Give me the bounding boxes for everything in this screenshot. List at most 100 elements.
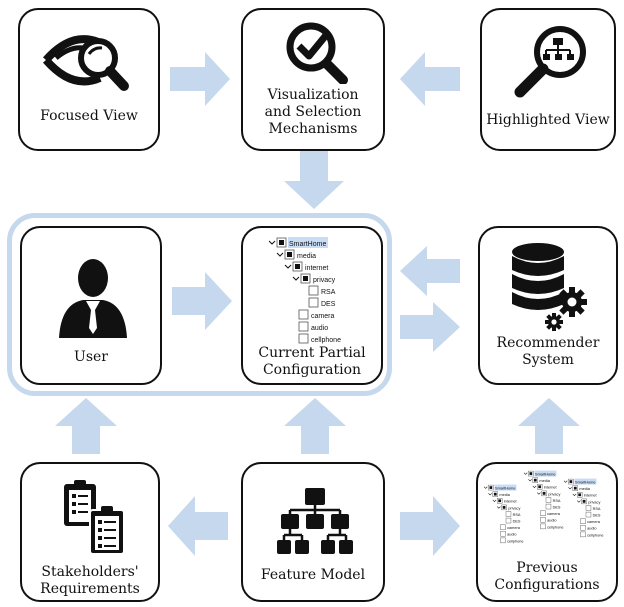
arrow-stakeholders-to-user bbox=[55, 398, 117, 454]
tree-node-label: cellphone bbox=[547, 525, 563, 529]
highlighted-view-node: Highlighted View bbox=[480, 8, 616, 151]
tree-node-label: DES bbox=[593, 514, 601, 518]
tree-node-label: SmartHome bbox=[535, 473, 556, 477]
recommender-node: Recommender System bbox=[478, 226, 618, 385]
tree-checkbox-mark bbox=[578, 493, 582, 497]
tree-chevron-icon bbox=[568, 487, 572, 490]
tree-chevron-icon bbox=[563, 480, 568, 483]
node-label: Current Partial Configuration bbox=[258, 345, 366, 378]
tree-checkbox-mark bbox=[287, 252, 292, 257]
tree-checkbox-mark bbox=[498, 499, 502, 503]
tree-chevron-icon bbox=[577, 500, 581, 503]
node-label: Recommender System bbox=[496, 335, 600, 368]
tree-chevron-icon bbox=[537, 492, 541, 495]
tree-chevron-icon bbox=[284, 264, 292, 269]
tree-node-label: cellphone bbox=[587, 533, 603, 537]
tree-node-label: internet bbox=[504, 500, 518, 504]
tree-node-label: SmartHome bbox=[289, 241, 326, 248]
tree-chevron-icon bbox=[484, 486, 488, 489]
user-config-group bbox=[7, 213, 392, 396]
tree-selection-highlight bbox=[534, 470, 557, 477]
tree-checkbox-mark bbox=[489, 486, 493, 489]
node-label: User bbox=[74, 349, 108, 365]
tree-node-label: internet bbox=[544, 486, 558, 490]
tree-checkbox bbox=[585, 505, 592, 511]
tree-checkbox bbox=[500, 524, 506, 530]
tree-node-label: privacy bbox=[548, 492, 560, 496]
tree-chevron-icon bbox=[292, 276, 300, 281]
tree-node-label: internet bbox=[305, 265, 328, 272]
tree-checkbox bbox=[308, 285, 319, 296]
tree-chevron-icon bbox=[497, 506, 501, 509]
stakeholders-node: Stakeholders' Requirements bbox=[20, 462, 160, 602]
node-label: Previous Configurations bbox=[494, 560, 600, 593]
tree-node-label: RSA bbox=[593, 507, 601, 511]
arrow-feature-model-to-stakeholders bbox=[168, 496, 228, 556]
tree-checkbox-mark bbox=[493, 492, 497, 496]
tree-checkbox-mark bbox=[573, 486, 577, 490]
database-gears-icon bbox=[512, 243, 587, 331]
tree-selection-highlight bbox=[574, 478, 597, 485]
visualization-node: Visualization and Selection Mechanisms bbox=[241, 8, 385, 151]
tree-chevron-icon bbox=[572, 493, 577, 496]
hierarchy-icon bbox=[277, 488, 353, 554]
tree-node-label: RSA bbox=[553, 499, 561, 503]
node-label: Highlighted View bbox=[486, 112, 610, 128]
tree-node-label: cellphone bbox=[507, 539, 523, 543]
arrow-user-to-current bbox=[172, 272, 232, 330]
tree-checkbox bbox=[298, 321, 309, 332]
tree-checkbox bbox=[580, 518, 586, 524]
tree-checkbox bbox=[545, 503, 552, 510]
tree-checkbox bbox=[545, 497, 552, 503]
tree-checkbox-mark bbox=[569, 480, 573, 483]
tree-selection-highlight bbox=[288, 237, 328, 248]
tree-checkbox bbox=[540, 510, 546, 516]
tree-node-label: camera bbox=[507, 526, 521, 530]
tree-checkbox bbox=[540, 523, 546, 530]
tree-node-label: DES bbox=[553, 506, 561, 510]
tree-checkbox-mark bbox=[502, 506, 506, 509]
tree-selection-highlight bbox=[494, 484, 517, 491]
tree-checkbox-mark bbox=[538, 485, 542, 489]
arrow-focused-to-visualization bbox=[170, 52, 230, 106]
tree-checkbox bbox=[540, 517, 546, 523]
tree-node-label: audio bbox=[507, 533, 516, 537]
tree-node-label: media bbox=[539, 479, 550, 483]
user-avatar-icon bbox=[59, 259, 127, 338]
tree-chevron-icon bbox=[488, 493, 492, 496]
tree-node-label: SmartHome bbox=[575, 481, 596, 485]
tree-node-label: privacy bbox=[313, 277, 336, 284]
tree-node-label: camera bbox=[547, 512, 561, 516]
magnifier-hierarchy-icon bbox=[514, 26, 586, 98]
tree-checkbox bbox=[580, 525, 586, 531]
tree-checkbox bbox=[585, 511, 592, 518]
tree-checkbox bbox=[505, 511, 512, 517]
arrow-recommender-to-current bbox=[400, 246, 460, 296]
arrow-visualization-to-current bbox=[284, 151, 344, 209]
tree-checkbox bbox=[308, 297, 319, 308]
tree-node-label: DES bbox=[321, 301, 336, 308]
arrow-feature-model-to-previous bbox=[400, 496, 460, 556]
arrow-highlighted-to-visualization bbox=[400, 52, 460, 106]
tree-checkbox-mark bbox=[582, 500, 586, 503]
tree-node-label: camera bbox=[587, 520, 601, 524]
tree-node-label: media bbox=[499, 493, 510, 497]
feature-tree-icon: SmartHomemediainternetprivacyRSADEScamer… bbox=[269, 237, 341, 344]
tree-node-label: camera bbox=[311, 313, 334, 320]
tree-node-label: media bbox=[297, 253, 316, 260]
tree-node-label: privacy bbox=[588, 500, 600, 504]
node-label: Feature Model bbox=[260, 567, 366, 583]
tree-checkbox bbox=[298, 309, 309, 320]
tree-node-label: audio bbox=[311, 325, 328, 332]
tree-node-label: privacy bbox=[508, 506, 520, 510]
tree-node-label: DES bbox=[513, 520, 521, 524]
tree-node-label: SmartHome bbox=[495, 487, 516, 491]
tree-chevron-icon bbox=[532, 485, 537, 488]
tree-checkbox-mark bbox=[542, 492, 546, 495]
arrow-feature-model-to-current bbox=[284, 398, 346, 454]
tree-checkbox bbox=[500, 537, 506, 544]
tree-checkbox-mark bbox=[533, 478, 537, 482]
